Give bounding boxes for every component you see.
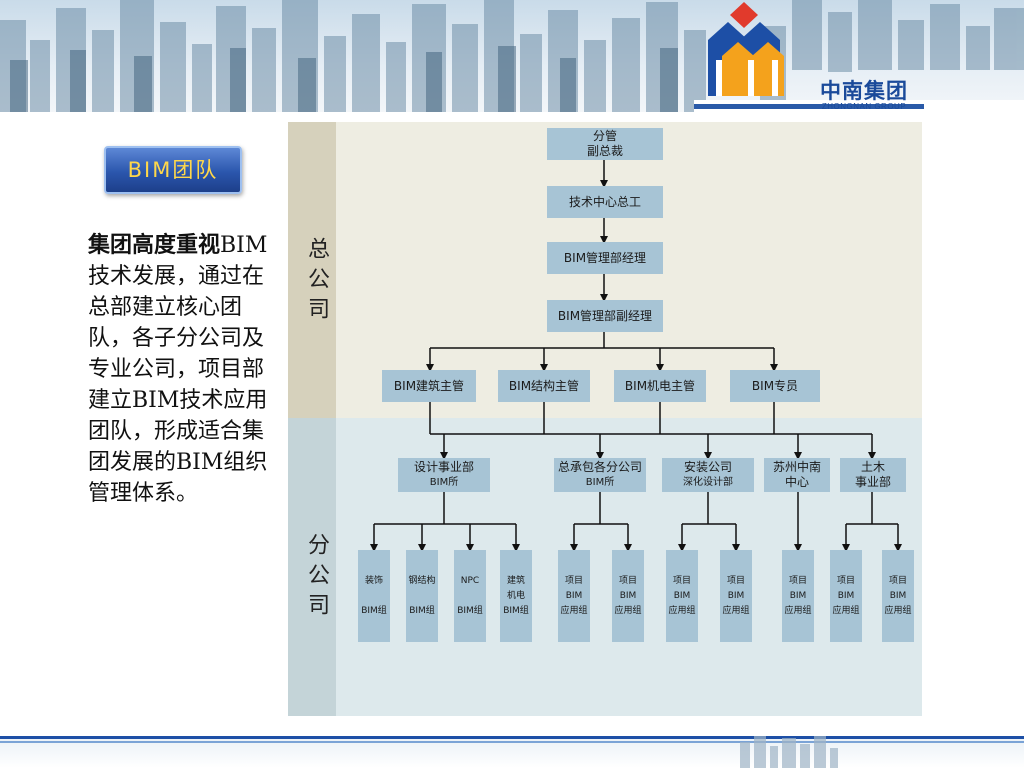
zhongnan-logo-icon [708,2,784,96]
footer-band [0,736,1024,768]
bim-team-button[interactable]: BIM团队 [104,146,242,194]
group-node: 项目 BIM 应用组 [666,550,698,642]
group-line2: BIM [673,590,691,601]
group-node: 项目 BIM 应用组 [882,550,914,642]
group-node: NPC BIM组 [454,550,486,642]
group-line2: BIM [837,590,855,601]
group-line1: 建筑 [506,575,525,586]
group-line1: NPC [460,575,480,586]
group-node: 装饰 BIM组 [358,550,390,642]
branch-node: 苏州中南 中心 [764,458,830,492]
group-line3: BIM组 [503,605,529,616]
bim-manager-node: BIM管理部经理 [547,242,663,274]
group-line3: 应用组 [668,605,696,616]
group-line3: BIM组 [409,605,435,616]
branch-line2: BIM所 [585,477,615,488]
group-line2: BIM [727,590,745,601]
group-line3: BIM组 [361,605,387,616]
group-node: 项目 BIM 应用组 [558,550,590,642]
branch-node: 安装公司 深化设计部 [662,458,754,492]
footer-decoration [0,736,1024,768]
description-body: BIM技术发展，通过在总部建立核心团队，各子分公司及专业公司，项目部建立BIM技… [88,233,268,506]
branch-line2: 深化设计部 [683,477,733,488]
group-node: 钢结构 BIM组 [406,550,438,642]
group-line2 [421,589,424,604]
brand-name-cn: 中南集团 [820,79,908,103]
group-node: 项目 BIM 应用组 [782,550,814,642]
group-line2: 机电 [506,590,525,601]
brand-logo-text: 中南集团 ZHONGNAN GROUP [808,80,920,112]
hq-sidebar: 总公司 [288,122,336,418]
group-line2: BIM [619,590,637,601]
group-line2: BIM [889,590,907,601]
group-line1: 钢结构 [408,575,436,586]
branch-sidebar: 分公司 [288,418,336,716]
group-node: 项目 BIM 应用组 [612,550,644,642]
group-line3: 应用组 [884,605,912,616]
group-line2 [373,589,376,604]
bim-deputy-manager-node: BIM管理部副经理 [547,300,663,332]
connector-lines [370,160,902,552]
group-line1: 项目 [564,575,583,586]
supervisor-node: BIM机电主管 [614,370,706,402]
brand-name-en: ZHONGNAN GROUP [821,102,907,111]
branch-line2: BIM所 [429,477,459,488]
branch-line1: 苏州中南 [772,460,821,474]
vp-line2: 副总裁 [586,144,623,158]
description-text: 集团高度重视BIM技术发展，通过在总部建立核心团队，各子分公司及专业公司，项目部… [88,230,278,509]
branch-line1: 安装公司 [683,460,732,474]
group-line1: 装饰 [364,575,383,586]
supervisor-node: BIM专员 [730,370,820,402]
header-banner: 中南集团 ZHONGNAN GROUP [0,0,1024,112]
vp-node: 分管 副总裁 [547,128,663,160]
branch-label: 分公司 [304,533,329,623]
group-line1: 项目 [836,575,855,586]
group-line1: 项目 [672,575,691,586]
vp-line1: 分管 [592,129,617,143]
supervisor-node: BIM结构主管 [498,370,590,402]
group-node: 项目 BIM 应用组 [830,550,862,642]
group-line2: BIM [565,590,583,601]
branch-line1: 设计事业部 [413,460,474,474]
chief-engineer-node: 技术中心总工 [547,186,663,218]
group-line1: 项目 [788,575,807,586]
group-line3: 应用组 [832,605,860,616]
group-line1: 项目 [726,575,745,586]
city-skyline-image [0,0,1024,112]
group-line1: 项目 [888,575,907,586]
group-line3: 应用组 [722,605,750,616]
group-line2: BIM [789,590,807,601]
branch-node: 总承包各分公司 BIM所 [554,458,646,492]
org-chart: 总公司 分公司 [288,122,922,716]
group-line3: BIM组 [457,605,483,616]
branch-line1: 总承包各分公司 [557,460,642,474]
branch-node: 土木 事业部 [840,458,906,492]
group-line1: 项目 [618,575,637,586]
branch-line2: 事业部 [854,475,891,489]
hq-label: 总公司 [304,237,329,327]
group-line3: 应用组 [784,605,812,616]
supervisor-node: BIM建筑主管 [382,370,476,402]
group-node: 建筑机电 BIM组 [500,550,532,642]
description-highlight: 集团高度重视 [88,232,221,258]
branch-node: 设计事业部 BIM所 [398,458,490,492]
branch-line2: 中心 [784,475,809,489]
group-node: 项目 BIM 应用组 [720,550,752,642]
group-line2 [469,589,472,604]
group-line3: 应用组 [560,605,588,616]
branch-line1: 土木 [860,460,885,474]
group-line3: 应用组 [614,605,642,616]
